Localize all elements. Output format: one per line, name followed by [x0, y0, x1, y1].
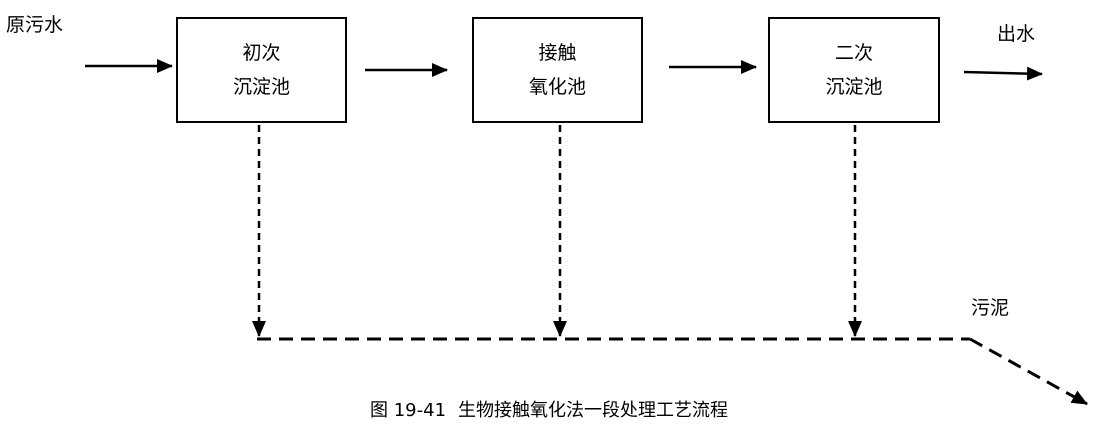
figure-number: 图 19-41 — [370, 400, 447, 421]
secondary-sedimentation-tank: 二次 沉淀池 — [768, 17, 940, 123]
figure-title: 生物接触氧化法一段处理工艺流程 — [458, 400, 729, 421]
unit-1-line2: 沉淀池 — [232, 76, 290, 98]
sludge-outflow-arrow — [969, 337, 1088, 406]
primary-sedimentation-tank: 初次 沉淀池 — [176, 17, 347, 123]
sludge-label: 污泥 — [971, 297, 1010, 319]
outflow-arrow — [963, 66, 1043, 81]
unit-2-line1: 接触 — [538, 42, 577, 64]
unit-3-line1: 二次 — [834, 42, 873, 64]
figure-caption: 图 19-41 生物接触氧化法一段处理工艺流程 — [370, 399, 728, 423]
effluent-label: 出水 — [997, 23, 1036, 45]
raw-water-label: 原污水 — [6, 14, 64, 36]
unit-2-line2: 氧化池 — [528, 76, 586, 98]
unit-3-line2: 沉淀池 — [825, 76, 883, 98]
unit-1-line1: 初次 — [242, 42, 281, 64]
contact-oxidation-tank: 接触 氧化池 — [472, 17, 643, 123]
